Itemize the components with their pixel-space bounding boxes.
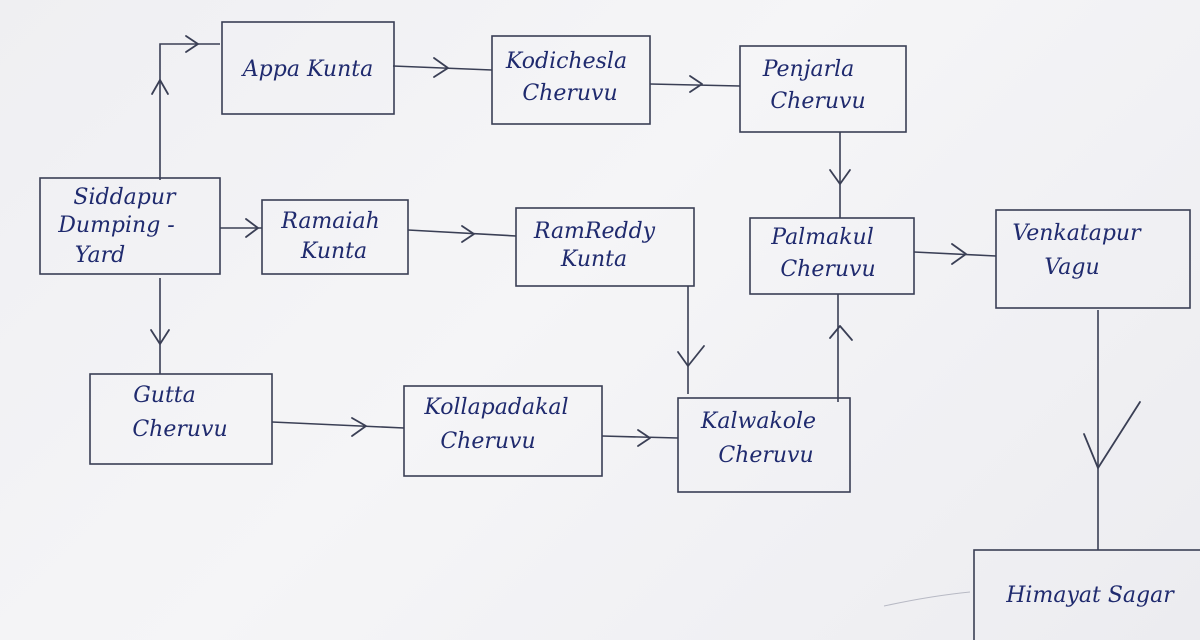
- node-kalwakole-line-2: Cheruvu: [718, 443, 813, 468]
- node-kollapadakal-cheruvu: Kollapadakal Cheruvu: [403, 385, 603, 477]
- node-venkatapur-vagu: Venkatapur Vagu: [995, 209, 1191, 309]
- node-siddapur: Siddapur Dumping - Yard: [39, 177, 221, 275]
- node-palmakul-line-1: Palmakul: [770, 225, 873, 250]
- edge-appa-kodichesla: [392, 57, 493, 78]
- node-kodichesla-cheruvu: Kodichesla Cheruvu: [491, 35, 651, 125]
- edge-siddapur-appa: [151, 35, 220, 180]
- node-penjarla-line-2: Cheruvu: [770, 89, 865, 114]
- node-appa-kunta-line-1: Appa Kunta: [241, 57, 373, 82]
- svg-text:Kodichesla Cheruvu: Kodichesla Cheruvu: [505, 49, 634, 106]
- svg-text:Himayat Sagar: Himayat Sagar: [1005, 583, 1175, 608]
- node-kalwakole-cheruvu: Kalwakole Cheruvu: [677, 397, 851, 493]
- node-ramaiah-line-2: Kunta: [300, 239, 367, 264]
- node-kodichesla-line-2: Cheruvu: [522, 81, 617, 106]
- edge-penjarla-palmakul: [829, 132, 851, 218]
- node-siddapur-line-3: Yard: [75, 243, 126, 268]
- node-penjarla-cheruvu: Penjarla Cheruvu: [739, 45, 907, 133]
- node-ramreddy-kunta: RamReddy Kunta: [515, 207, 695, 287]
- svg-text:Kalwakole Cheruvu: Kalwakole Cheruvu: [700, 409, 823, 468]
- node-kollapadakal-line-2: Cheruvu: [440, 429, 535, 454]
- node-ramreddy-line-1: RamReddy: [533, 219, 656, 244]
- node-palmakul-cheruvu: Palmakul Cheruvu: [749, 217, 915, 295]
- svg-text:Siddapur Dumping -: Siddapur Dumping - Yard: [57, 185, 182, 268]
- edge-kalwakole-palmakul: [829, 294, 853, 402]
- node-ramaiah-kunta: Ramaiah Kunta: [261, 199, 409, 275]
- node-penjarla-line-1: Penjarla: [762, 57, 855, 82]
- node-appa-kunta: Appa Kunta: [221, 21, 395, 115]
- edge-gutta-kollapadakal: [271, 417, 405, 437]
- node-ramreddy-line-2: Kunta: [560, 247, 627, 272]
- node-kollapadakal-line-1: Kollapadakal: [423, 395, 568, 420]
- svg-text:Penjarla Cheruvu: Penjarla Cheruvu: [762, 57, 866, 114]
- node-kalwakole-line-1: Kalwakole: [700, 409, 816, 434]
- node-ramaiah-line-1: Ramaiah: [280, 209, 379, 234]
- node-palmakul-line-2: Cheruvu: [780, 257, 875, 282]
- svg-text:Appa Kunta: Appa Kunta: [241, 57, 373, 82]
- svg-text:Kollapadakal Cheruvu: Kollapadakal Cheruvu: [423, 395, 575, 454]
- svg-text:Palmakul Cheruvu: Palmakul Cheruvu: [770, 225, 880, 282]
- edge-ramreddy-kalwakole: [677, 286, 705, 394]
- node-himayat-sagar: Himayat Sagar: [973, 549, 1200, 640]
- svg-text:Gutta Cheruvu: Gutta Cheruvu: [132, 383, 227, 442]
- node-himayat-line-1: Himayat Sagar: [1005, 583, 1175, 608]
- node-gutta-cheruvu: Gutta Cheruvu: [89, 373, 273, 465]
- node-gutta-line-1: Gutta: [133, 383, 196, 408]
- edge-venkatapur-himayat: [1083, 310, 1141, 550]
- edge-palmakul-venkatapur: [913, 243, 997, 265]
- svg-text:RamReddy Kunta: RamReddy Kunta: [533, 219, 662, 272]
- node-venkatapur-line-2: Vagu: [1044, 255, 1099, 280]
- node-venkatapur-line-1: Venkatapur: [1012, 221, 1142, 246]
- node-siddapur-line-1: Siddapur: [73, 185, 177, 210]
- node-kodichesla-line-1: Kodichesla: [505, 49, 627, 74]
- edge-siddapur-gutta: [150, 278, 170, 374]
- node-gutta-line-2: Cheruvu: [132, 417, 227, 442]
- svg-text:Ramaiah Kunta: Ramaiah Kunta: [280, 209, 386, 264]
- node-siddapur-line-2: Dumping -: [57, 213, 174, 238]
- pencil-smudge: [883, 591, 971, 607]
- edge-ramaiah-ramreddy: [407, 225, 517, 243]
- edge-kollapadakal-kalwakole: [601, 429, 679, 447]
- svg-text:Venkatapur Vagu: Venkatapur Vagu: [1012, 221, 1147, 280]
- edge-kodichesla-penjarla: [649, 75, 741, 93]
- edge-siddapur-ramaiah: [220, 218, 262, 238]
